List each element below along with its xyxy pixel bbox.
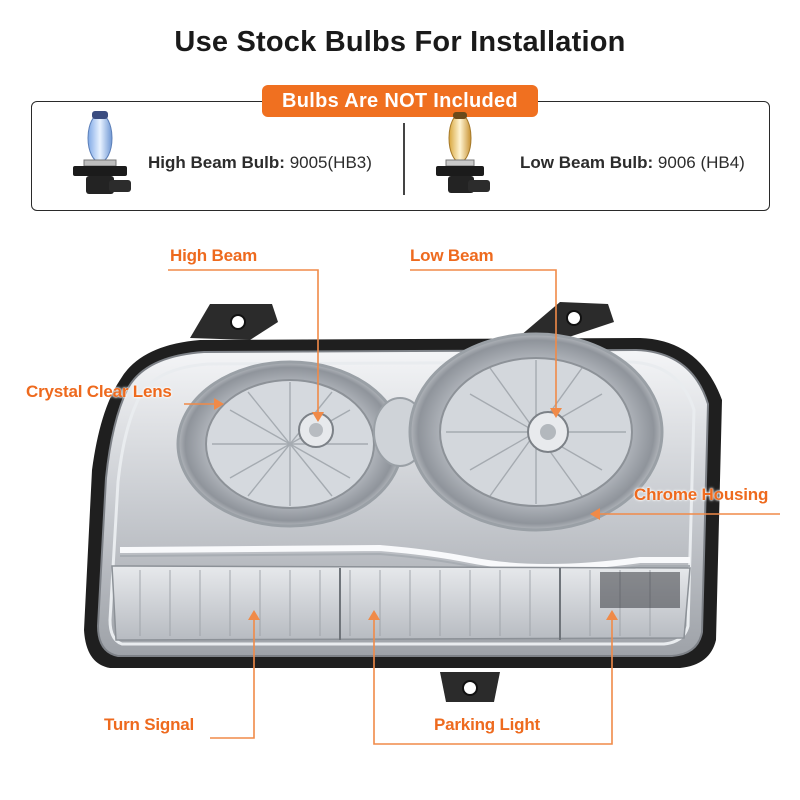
high-beam-bulb-label: High Beam Bulb: bbox=[148, 153, 285, 172]
low-beam-bulb-text: Low Beam Bulb: 9006 (HB4) bbox=[520, 153, 745, 173]
high-beam-bulb-value: 9005(HB3) bbox=[289, 153, 372, 172]
callout-lines bbox=[168, 269, 780, 745]
page-title: Use Stock Bulbs For Installation bbox=[174, 26, 626, 58]
halogen-bulb-hb4-icon bbox=[436, 112, 490, 193]
callout-turn-signal: Turn Signal bbox=[104, 715, 195, 734]
callout-low-beam: Low Beam bbox=[410, 246, 494, 265]
halogen-bulb-hb3-icon bbox=[73, 111, 131, 194]
callout-high-beam: High Beam bbox=[170, 246, 257, 265]
high-beam-bulb-text: High Beam Bulb: 9005(HB3) bbox=[148, 153, 372, 173]
bulbs-not-included-badge: Bulbs Are NOT Included bbox=[262, 85, 538, 117]
low-beam-bulb-label: Low Beam Bulb: bbox=[520, 153, 654, 172]
panel-divider bbox=[403, 123, 405, 195]
callout-arrowheads bbox=[214, 398, 618, 620]
callout-parking-light: Parking Light bbox=[434, 715, 541, 734]
callout-crystal-clear-lens: Crystal Clear Lens bbox=[26, 382, 172, 401]
low-beam-bulb-value: 9006 (HB4) bbox=[657, 153, 745, 172]
headlight-assembly bbox=[84, 302, 722, 702]
callout-chrome-housing: Chrome Housing bbox=[634, 485, 769, 504]
